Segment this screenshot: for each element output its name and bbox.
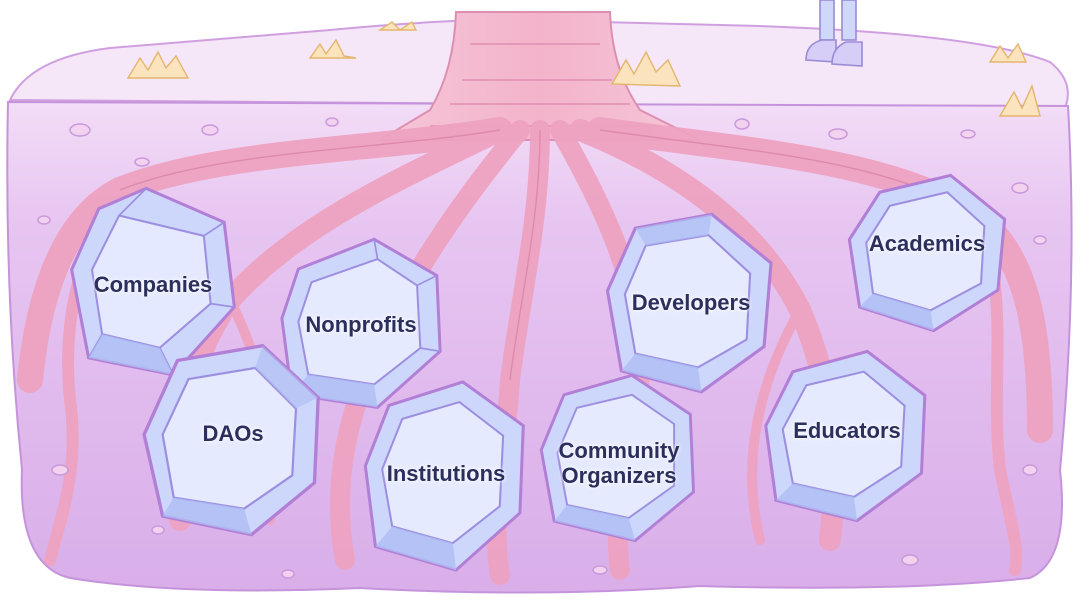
- gem-companies: Companies: [68, 185, 238, 385]
- gem-icon: [764, 349, 927, 523]
- gem-institutions: Institutions: [362, 378, 530, 574]
- gem-icon: [539, 373, 696, 543]
- gem-label: Academics: [868, 231, 986, 257]
- gem-academics: Academics: [842, 172, 1012, 334]
- gem-label: Educators: [793, 418, 901, 444]
- gem-label: Companies: [93, 272, 213, 298]
- gem-icon: [142, 343, 320, 537]
- gem-label: Developers: [631, 290, 751, 316]
- gem-icon: [280, 237, 442, 409]
- gem-label: DAOs: [202, 421, 264, 447]
- gem-icon: [605, 212, 773, 394]
- gem-developers: Developers: [604, 210, 778, 396]
- gem-label: Nonprofits: [305, 312, 417, 338]
- gem-icon: [70, 186, 236, 377]
- legs-figure: [805, 0, 863, 67]
- gem-label: Community Organizers: [558, 437, 680, 488]
- gem-icon: [363, 380, 525, 572]
- gem-label: Institutions: [386, 461, 506, 487]
- gem-nonprofits: Nonprofits: [278, 236, 444, 414]
- gem-daos: DAOs: [140, 342, 326, 542]
- gem-community-organizers: Community Organizers: [538, 372, 700, 544]
- gem-icon: [847, 173, 1007, 333]
- gem-educators: Educators: [762, 348, 932, 524]
